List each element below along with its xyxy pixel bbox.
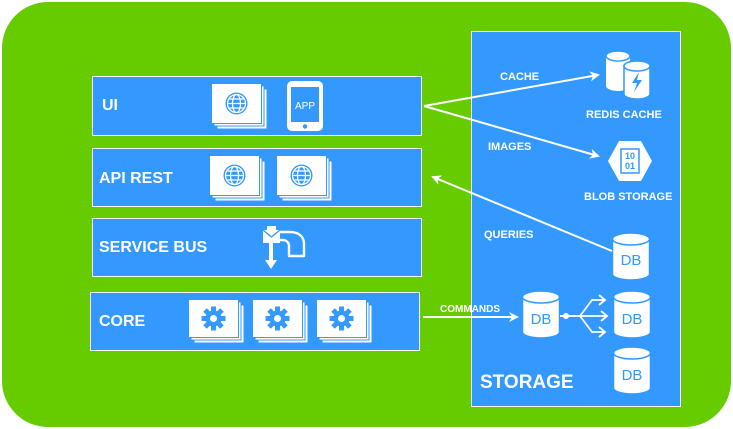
cache-arrow [423, 71, 600, 107]
api-globe-icon [276, 155, 333, 202]
ui-layer-label: UI [102, 97, 118, 114]
replication-arrows-icon [560, 294, 609, 338]
queries-db-icon: DB [611, 232, 651, 281]
api-globe-icon [209, 155, 266, 202]
images-arrow-label: IMAGES [488, 141, 532, 153]
replica-db-icon: DB [612, 346, 652, 395]
redis-cache-label: REDIS CACHE [586, 109, 662, 121]
replica-db-icon: DB [612, 290, 652, 339]
queries-arrow [431, 175, 613, 252]
db-label: DB [531, 311, 552, 328]
redis-cache-icon [605, 50, 651, 100]
blob-storage-icon: 10 01 [608, 141, 652, 181]
db-label: DB [622, 367, 643, 384]
app-icon-label: APP [295, 101, 315, 112]
service-bus-icon [262, 226, 306, 269]
core-layer-label: CORE [99, 313, 146, 330]
blob-bits-top: 10 [625, 151, 635, 161]
cache-arrow-label: CACHE [500, 71, 540, 83]
service-bus-layer [92, 218, 422, 277]
blob-storage-label: BLOB STORAGE [584, 191, 673, 203]
images-arrow [423, 105, 600, 159]
commands-arrow-label: COMMANDS [440, 304, 500, 315]
gear-icon [316, 299, 373, 344]
web-globe-icon [211, 83, 268, 130]
db-label: DB [621, 252, 642, 269]
gear-icon [252, 299, 309, 344]
blob-bits-bottom: 01 [625, 161, 635, 171]
api-layer-label: API REST [99, 170, 173, 187]
mobile-app-icon: APP [287, 81, 323, 131]
storage-title: STORAGE [480, 372, 574, 393]
queries-arrow-label: QUERIES [484, 229, 534, 241]
db-label: DB [622, 311, 643, 328]
commands-db-icon: DB [521, 290, 561, 339]
service-bus-layer-label: SERVICE BUS [99, 239, 208, 256]
gear-icon [188, 299, 245, 344]
